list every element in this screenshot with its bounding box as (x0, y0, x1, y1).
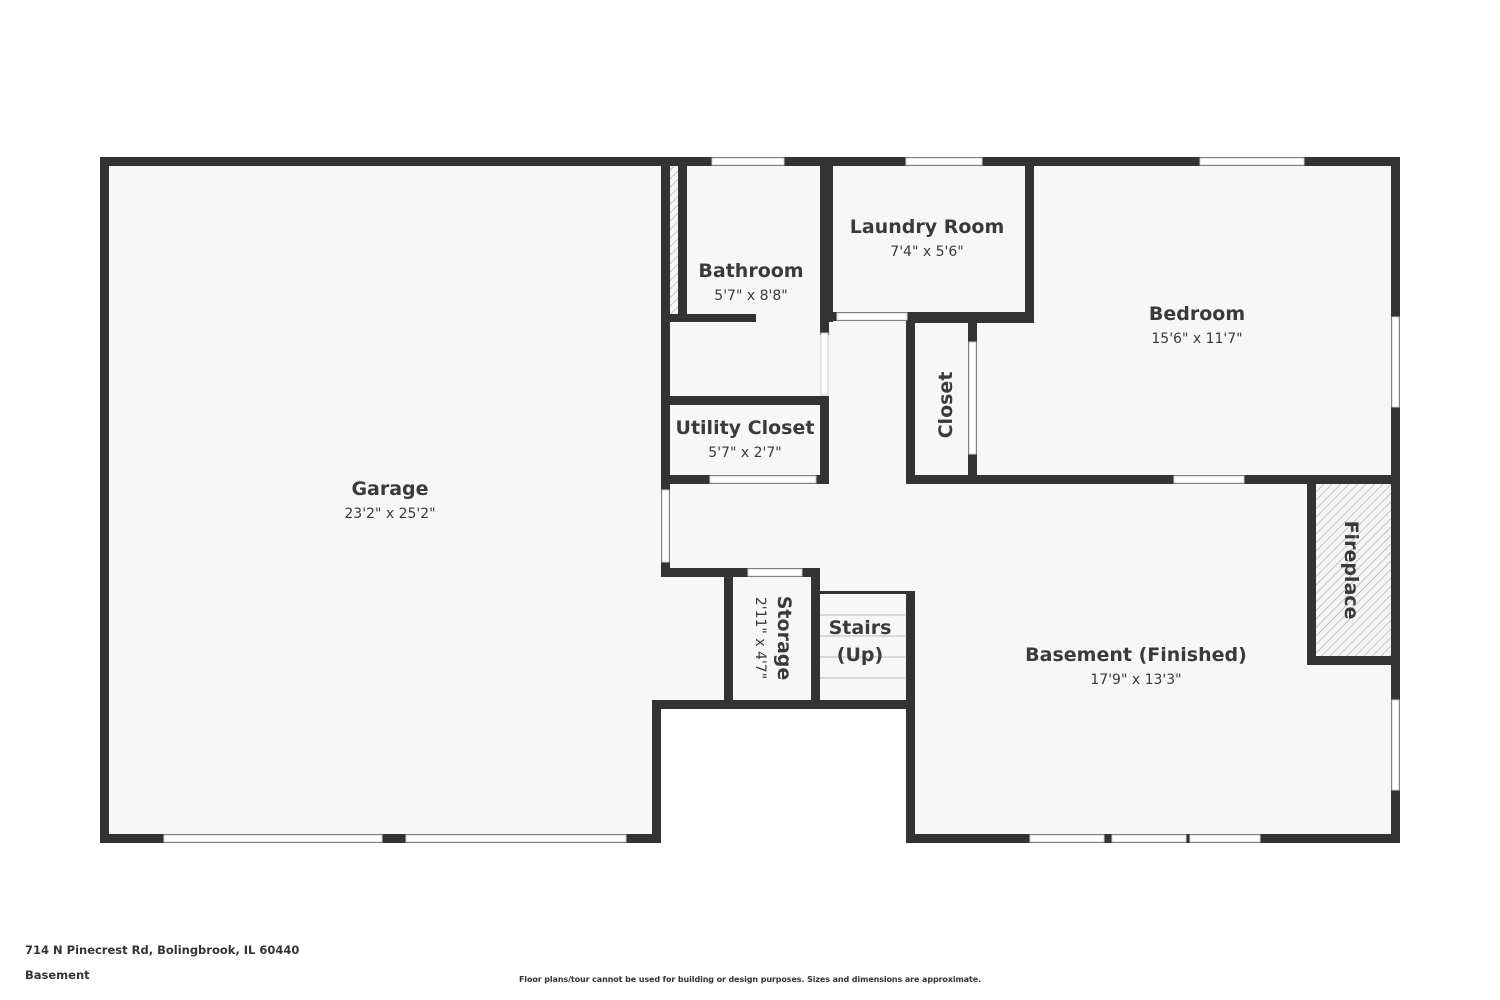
room-name-line2: (Up) (837, 644, 883, 666)
room-name: Fireplace (1340, 521, 1362, 620)
fireplace-hatch (1313, 482, 1392, 660)
room-name: Closet (935, 372, 957, 439)
room-bedroom: Bedroom 15'6" x 11'7" (1149, 303, 1245, 347)
room-dimensions: 15'6" x 11'7" (1151, 331, 1242, 347)
stair-treads (820, 614, 905, 679)
room-name: Bedroom (1149, 303, 1245, 325)
openings (163, 157, 1400, 843)
room-dimensions: 2'11" x 4'7" (752, 597, 768, 679)
exterior-notch (656, 702, 910, 847)
room-dimensions: 17'9" x 13'3" (1090, 672, 1181, 688)
room-garage: Garage 23'2" x 25'2" (344, 478, 435, 522)
room-name: Garage (351, 478, 428, 500)
room-name: Basement (Finished) (1025, 644, 1247, 666)
room-basement: Basement (Finished) 17'9" x 13'3" (1025, 644, 1247, 688)
bathroom-wall-hatch (668, 163, 679, 318)
floor-label: Basement (25, 968, 90, 982)
room-fireplace: Fireplace (1340, 521, 1362, 620)
room-dimensions: 5'7" x 8'8" (714, 288, 787, 304)
room-name: Stairs (829, 617, 892, 639)
room-dimensions: 23'2" x 25'2" (344, 506, 435, 522)
room-name: Bathroom (698, 260, 803, 282)
room-dimensions: 5'7" x 2'7" (708, 445, 781, 461)
room-laundry: Laundry Room 7'4" x 5'6" (850, 216, 1005, 260)
disclaimer: Floor plans/tour cannot be used for buil… (518, 975, 982, 984)
room-dimensions: 7'4" x 5'6" (890, 244, 963, 260)
room-name: Utility Closet (676, 417, 815, 439)
room-storage: Storage 2'11" x 4'7" (752, 596, 795, 681)
room-closet: Closet (935, 372, 957, 439)
room-bathroom: Bathroom 5'7" x 8'8" (698, 260, 803, 304)
room-stairs: Stairs (Up) (829, 617, 892, 666)
room-name: Storage (773, 596, 795, 681)
room-utility-closet: Utility Closet 5'7" x 2'7" (676, 417, 815, 461)
property-address: 714 N Pinecrest Rd, Bolingbrook, IL 6044… (25, 943, 300, 957)
room-name: Laundry Room (850, 216, 1005, 238)
